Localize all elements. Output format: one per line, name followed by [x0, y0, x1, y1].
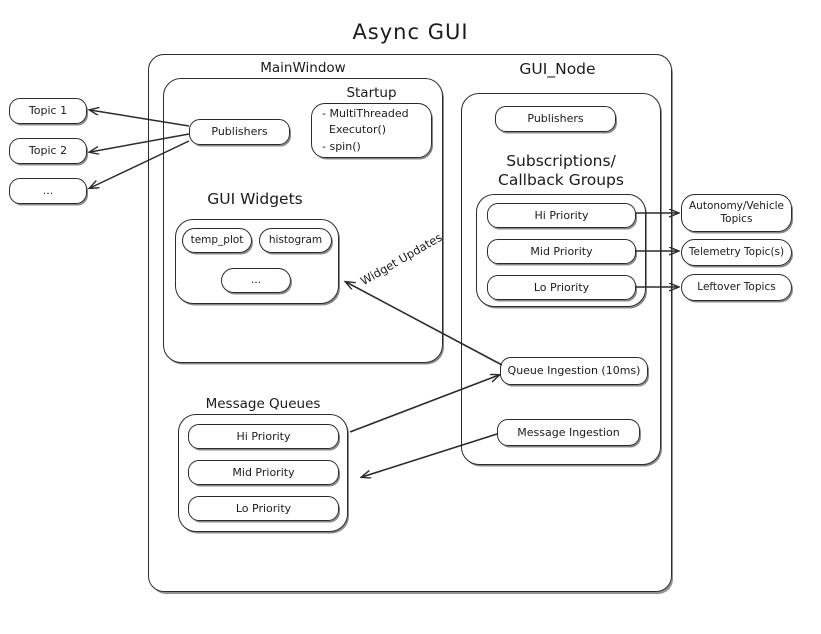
subscriptions-title: Subscriptions/ Callback Groups	[471, 152, 651, 191]
main-window-container	[163, 78, 443, 363]
queue-hi-priority[interactable]: Hi Priority	[188, 424, 339, 449]
right-topic-telemetry-label: Telemetry Topic(s)	[688, 245, 785, 258]
left-topic-1[interactable]: Topic 1	[9, 98, 87, 124]
right-topic-autonomy-line1: Autonomy/Vehicle	[689, 199, 784, 212]
gui-widgets-container	[175, 219, 339, 304]
left-topic-more[interactable]: ...	[9, 178, 87, 204]
callback-mid-priority-label: Mid Priority	[530, 244, 593, 258]
message-ingestion-label: Message Ingestion	[517, 425, 620, 439]
message-queues-container	[178, 414, 348, 532]
callback-lo-priority[interactable]: Lo Priority	[487, 275, 636, 300]
main-window-title: MainWindow	[260, 60, 346, 76]
left-topic-2[interactable]: Topic 2	[9, 138, 87, 164]
main-window-publishers-label: Publishers	[211, 125, 268, 139]
main-window-publishers[interactable]: Publishers	[189, 119, 290, 145]
right-topic-autonomy-line2: Topics	[720, 213, 753, 225]
queue-ingestion-box[interactable]: Queue Ingestion (10ms)	[500, 357, 648, 385]
right-topic-autonomy[interactable]: Autonomy/Vehicle Topics	[681, 194, 792, 232]
right-topic-leftover[interactable]: Leftover Topics	[681, 274, 792, 301]
right-topic-telemetry[interactable]: Telemetry Topic(s)	[681, 239, 792, 266]
diagram-title: Async GUI	[352, 20, 469, 44]
widget-temp-plot[interactable]: temp_plot	[182, 228, 252, 253]
gui-widgets-title: GUI Widgets	[207, 190, 303, 208]
left-topic-1-label: Topic 1	[28, 104, 68, 118]
queue-mid-priority-label: Mid Priority	[232, 465, 295, 479]
widget-histogram[interactable]: histogram	[259, 228, 332, 253]
startup-title: Startup	[346, 85, 397, 101]
queue-lo-priority[interactable]: Lo Priority	[188, 496, 339, 521]
right-topic-leftover-label: Leftover Topics	[697, 280, 776, 293]
subscriptions-title-line1: Subscriptions/	[506, 152, 616, 170]
callback-hi-priority-label: Hi Priority	[534, 208, 589, 222]
widget-more-label: ...	[250, 273, 261, 286]
widget-more[interactable]: ...	[221, 268, 291, 293]
queue-ingestion-label: Queue Ingestion (10ms)	[507, 364, 641, 378]
queue-lo-priority-label: Lo Priority	[235, 501, 292, 515]
gui-node-publishers-label: Publishers	[527, 112, 584, 126]
message-queues-title: Message Queues	[205, 396, 321, 412]
system-container	[148, 54, 672, 592]
message-ingestion-box[interactable]: Message Ingestion	[497, 419, 640, 446]
callback-mid-priority[interactable]: Mid Priority	[487, 239, 636, 264]
left-topic-2-label: Topic 2	[28, 144, 68, 158]
callback-hi-priority[interactable]: Hi Priority	[487, 203, 636, 228]
right-topic-autonomy-label: Autonomy/Vehicle Topics	[689, 200, 784, 226]
gui-node-title: GUI_Node	[519, 60, 596, 78]
widget-temp-plot-label: temp_plot	[190, 233, 244, 246]
callback-lo-priority-label: Lo Priority	[533, 280, 590, 294]
gui-node-container	[461, 93, 661, 465]
startup-box: - MultiThreaded Executor() - spin()	[311, 103, 432, 158]
widget-histogram-label: histogram	[268, 233, 323, 246]
queue-mid-priority[interactable]: Mid Priority	[188, 460, 339, 485]
gui-node-publishers[interactable]: Publishers	[495, 106, 616, 132]
queue-hi-priority-label: Hi Priority	[236, 429, 291, 443]
left-topic-more-label: ...	[42, 184, 54, 198]
subscriptions-title-line2: Callback Groups	[498, 171, 624, 190]
startup-items: - MultiThreaded Executor() - spin()	[322, 106, 409, 153]
